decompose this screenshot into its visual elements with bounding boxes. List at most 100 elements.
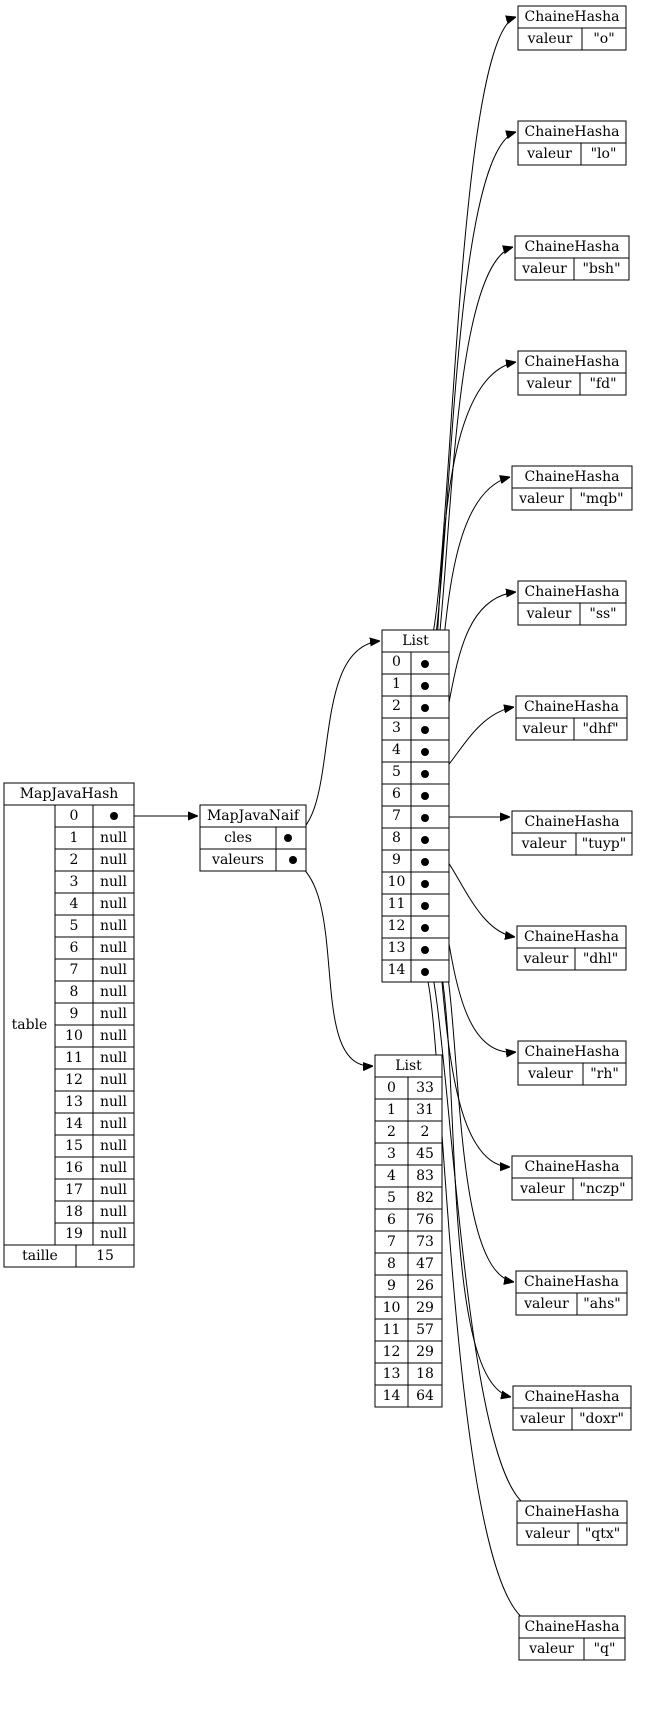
- cles-field-label: cles: [224, 830, 252, 846]
- values-index-label: 3: [387, 1146, 396, 1162]
- keys-pointer-cell: [410, 827, 450, 851]
- values-value-label: 82: [416, 1190, 434, 1206]
- chainehasha-value-cell: [581, 27, 627, 51]
- keys-pointer-cell: [410, 761, 450, 785]
- keys-pointer-cell: [410, 783, 450, 807]
- keys-pointer-dot: [421, 726, 429, 734]
- values-index-label: 1: [387, 1102, 396, 1118]
- keys-index-label: 14: [388, 962, 406, 978]
- keys-pointer-dot: [421, 748, 429, 756]
- chainehasha-value: "ahs": [583, 1296, 620, 1312]
- keys-pointer-cell: [410, 849, 450, 873]
- values-index-label: 11: [383, 1322, 401, 1338]
- chainehasha-title: ChaineHasha: [525, 1504, 620, 1520]
- chainehasha-value: "nczp": [579, 1181, 625, 1197]
- values-value-label: 45: [416, 1146, 434, 1162]
- values-value-label: 76: [416, 1212, 434, 1228]
- keys-pointer-dot: [421, 770, 429, 778]
- chainehasha-field-label: valeur: [519, 1411, 565, 1427]
- chainehasha-value: "lo": [591, 146, 617, 162]
- table-pointer-dot: [110, 812, 118, 820]
- keys-index-label: 0: [392, 654, 401, 670]
- chainehasha-value-cell: [580, 142, 627, 166]
- table-index-label: 17: [65, 1182, 83, 1198]
- chainehasha-value: "o": [593, 31, 614, 47]
- table-null-value: null: [100, 1160, 128, 1176]
- table-field-label: table: [12, 1017, 48, 1033]
- keys-index-label: 10: [388, 874, 406, 890]
- values-index-label: 5: [387, 1190, 396, 1206]
- chainehasha-value: "qtx": [585, 1526, 620, 1542]
- table-null-value: null: [100, 1226, 128, 1242]
- table-index-label: 15: [65, 1138, 83, 1154]
- chainehasha-title: ChaineHasha: [524, 1274, 619, 1290]
- values-value-cell: [407, 1384, 443, 1408]
- cles-pointer-dot: [284, 834, 292, 842]
- values-index-label: 10: [383, 1300, 401, 1316]
- chainehasha-title: ChaineHasha: [525, 584, 620, 600]
- chainehasha-value-cell: [572, 1177, 633, 1201]
- table-null-value: null: [100, 1182, 128, 1198]
- chainehasha-value: "fd": [589, 376, 616, 392]
- chainehasha-field-label: valeur: [523, 951, 569, 967]
- edge-key-13-to-string: [424, 948, 540, 1510]
- table-index-label: 4: [70, 896, 79, 912]
- table-index-label: 10: [65, 1028, 83, 1044]
- table-null-value: null: [100, 940, 128, 956]
- keys-pointer-dot: [421, 792, 429, 800]
- chainehasha-value: "ss": [589, 606, 616, 622]
- chainehasha-field-label: valeur: [527, 31, 573, 47]
- chainehasha-value: "q": [594, 1641, 616, 1657]
- keys-pointer-dot: [421, 836, 429, 844]
- keys-pointer-dot: [421, 660, 429, 668]
- chainehasha-value-cell: [579, 602, 627, 626]
- chainehasha-title: ChaineHasha: [524, 929, 619, 945]
- chainehasha-field-label: valeur: [526, 146, 572, 162]
- edge-key-1-to-string: [424, 132, 516, 679]
- keys-index-label: 8: [392, 830, 401, 846]
- chainehasha-value-cell: [576, 1292, 628, 1316]
- table-null-value: null: [100, 918, 128, 934]
- keys-index-label: 1: [392, 676, 401, 692]
- chainehasha-title: ChaineHasha: [525, 124, 620, 140]
- keys-pointer-dot: [421, 858, 429, 866]
- chainehasha-field-label: valeur: [527, 1066, 573, 1082]
- chainehasha-title: ChaineHasha: [525, 1044, 620, 1060]
- values-value-label: 64: [416, 1388, 434, 1404]
- chainehasha-value-cell: [570, 487, 633, 511]
- values-index-label: 8: [387, 1256, 396, 1272]
- chainehasha-field-label: valeur: [526, 376, 572, 392]
- chainehasha-title: ChaineHasha: [525, 239, 620, 255]
- table-null-value: null: [100, 1116, 128, 1132]
- values-value-label: 57: [416, 1322, 434, 1338]
- table-index-label: 18: [65, 1204, 83, 1220]
- table-index-label: 7: [70, 962, 79, 978]
- taille-label: taille: [22, 1248, 58, 1264]
- keys-pointer-dot: [421, 924, 429, 932]
- chainehasha-title: ChaineHasha: [525, 9, 620, 25]
- keys-pointer-cell: [410, 717, 450, 741]
- keys-index-label: 3: [392, 720, 401, 736]
- values-index-label: 2: [387, 1124, 396, 1140]
- table-null-value: null: [100, 852, 128, 868]
- chainehasha-value: "mqb": [579, 491, 623, 507]
- table-index-label: 2: [70, 852, 79, 868]
- chainehasha-node: ChaineHasha valeur "dhl": [516, 925, 627, 971]
- values-value-label: 73: [416, 1234, 434, 1250]
- chainehasha-title: ChaineHasha: [525, 814, 620, 830]
- chainehasha-value: "dhl": [583, 951, 618, 967]
- chainehasha-value-cell: [575, 832, 633, 856]
- chainehasha-title: ChaineHasha: [525, 354, 620, 370]
- chainehasha-value-cell: [571, 1407, 632, 1431]
- chainehasha-value: "bsh": [582, 261, 620, 277]
- table-null-value: null: [100, 830, 128, 846]
